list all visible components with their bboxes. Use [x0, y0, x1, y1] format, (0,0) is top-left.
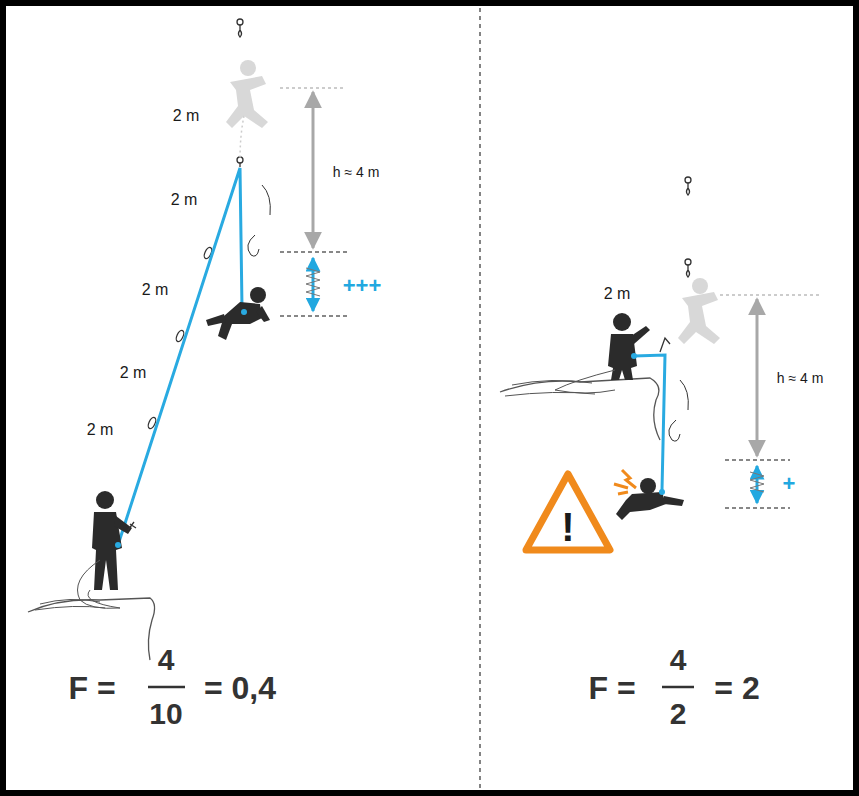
- warning-mark: !: [561, 507, 574, 547]
- length-label: 2 m: [120, 365, 147, 381]
- divider: [479, 8, 480, 790]
- formula-text: F =: [68, 672, 115, 704]
- formula-result: = 2: [714, 672, 759, 704]
- height-label: h ≈ 4 m: [333, 165, 380, 179]
- stretch-indicator: +: [783, 473, 796, 495]
- frame: [3, 3, 856, 793]
- length-label: 2 m: [171, 192, 198, 208]
- height-label: h ≈ 4 m: [777, 371, 824, 385]
- formula-result: = 0,4: [204, 672, 276, 704]
- formula-numerator: 4: [158, 645, 175, 675]
- formula-denominator: 10: [149, 699, 182, 729]
- length-label: 2 m: [173, 108, 200, 124]
- length-label: 2 m: [142, 282, 169, 298]
- warning-triangle: [526, 474, 610, 550]
- formula-denominator: 2: [670, 699, 687, 729]
- length-label: 2 m: [87, 422, 114, 438]
- left-scene: [28, 19, 350, 687]
- stretch-indicator: +++: [343, 275, 382, 297]
- right-scene: [500, 177, 820, 687]
- formula-text: F =: [588, 672, 635, 704]
- formula-numerator: 4: [670, 645, 687, 675]
- length-label: 2 m: [604, 286, 631, 302]
